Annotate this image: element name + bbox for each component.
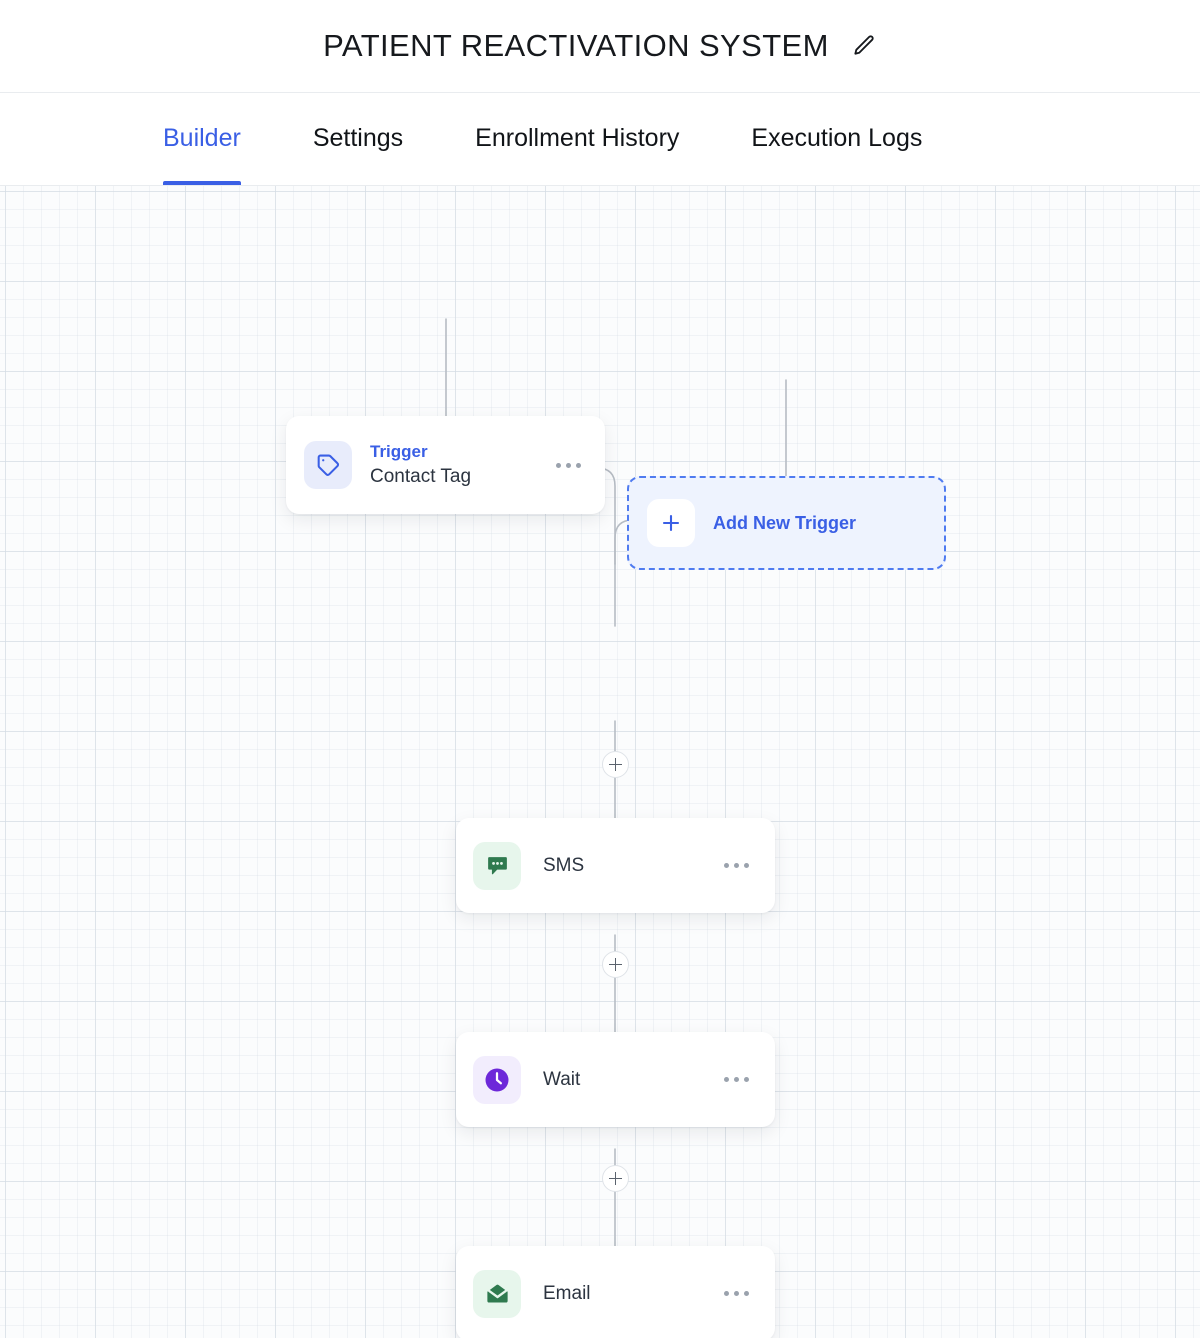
ellipsis-icon — [744, 1291, 749, 1296]
tab-builder[interactable]: Builder — [163, 93, 241, 185]
node-trigger-label: Contact Tag — [370, 465, 472, 487]
tab-enrollment-history[interactable]: Enrollment History — [475, 93, 679, 185]
app-header: PATIENT REACTIVATION SYSTEM — [0, 0, 1200, 93]
tab-settings[interactable]: Settings — [313, 93, 403, 185]
ellipsis-icon — [734, 863, 739, 868]
node-email-menu-button[interactable] — [722, 1283, 751, 1304]
connector-edges — [445, 318, 787, 1270]
clock-icon — [473, 1055, 521, 1104]
node-sms-label: SMS — [543, 854, 585, 876]
add-new-trigger-label: Add New Trigger — [713, 512, 857, 533]
tab-label: Builder — [163, 123, 241, 152]
ellipsis-icon — [724, 1077, 729, 1082]
pencil-icon — [854, 35, 874, 55]
add-step-button-3[interactable] — [602, 1165, 629, 1192]
tab-label: Settings — [312, 123, 404, 152]
node-wait[interactable]: Wait — [456, 1032, 775, 1127]
ellipsis-icon — [744, 863, 749, 868]
ellipsis-icon — [734, 1077, 739, 1082]
page-title: PATIENT REACTIVATION SYSTEM — [323, 28, 829, 63]
node-sms[interactable]: SMS — [456, 818, 775, 913]
tab-label: Execution Logs — [751, 123, 923, 152]
chat-bubble-icon — [473, 841, 521, 890]
ellipsis-icon — [576, 462, 581, 468]
tab-bar: Builder Settings Enrollment History Exec… — [0, 93, 1200, 186]
tag-icon — [304, 441, 352, 489]
ellipsis-icon — [724, 1291, 729, 1296]
tab-label: Enrollment History — [475, 123, 680, 152]
node-trigger-menu-button[interactable] — [554, 455, 583, 476]
envelope-icon — [473, 1269, 521, 1318]
plus-icon — [647, 499, 695, 547]
workflow-canvas[interactable]: Trigger Contact Tag Add New Trigger — [0, 186, 1200, 1338]
node-email-label: Email — [543, 1282, 591, 1304]
node-wait-menu-button[interactable] — [722, 1069, 751, 1090]
ellipsis-icon — [734, 1291, 739, 1296]
node-email[interactable]: Email — [456, 1246, 775, 1338]
node-sms-menu-button[interactable] — [722, 855, 751, 876]
ellipsis-icon — [744, 1077, 749, 1082]
ellipsis-icon — [566, 462, 571, 468]
edit-title-button[interactable] — [851, 33, 877, 59]
node-trigger[interactable]: Trigger Contact Tag — [286, 416, 605, 514]
tab-execution-logs[interactable]: Execution Logs — [751, 93, 922, 185]
node-wait-label: Wait — [543, 1068, 581, 1090]
add-step-button-1[interactable] — [602, 751, 629, 778]
add-new-trigger-button[interactable]: Add New Trigger — [627, 476, 946, 570]
node-trigger-kicker: Trigger — [370, 441, 428, 461]
ellipsis-icon — [724, 863, 729, 868]
add-step-button-2[interactable] — [602, 951, 629, 978]
ellipsis-icon — [556, 462, 561, 468]
